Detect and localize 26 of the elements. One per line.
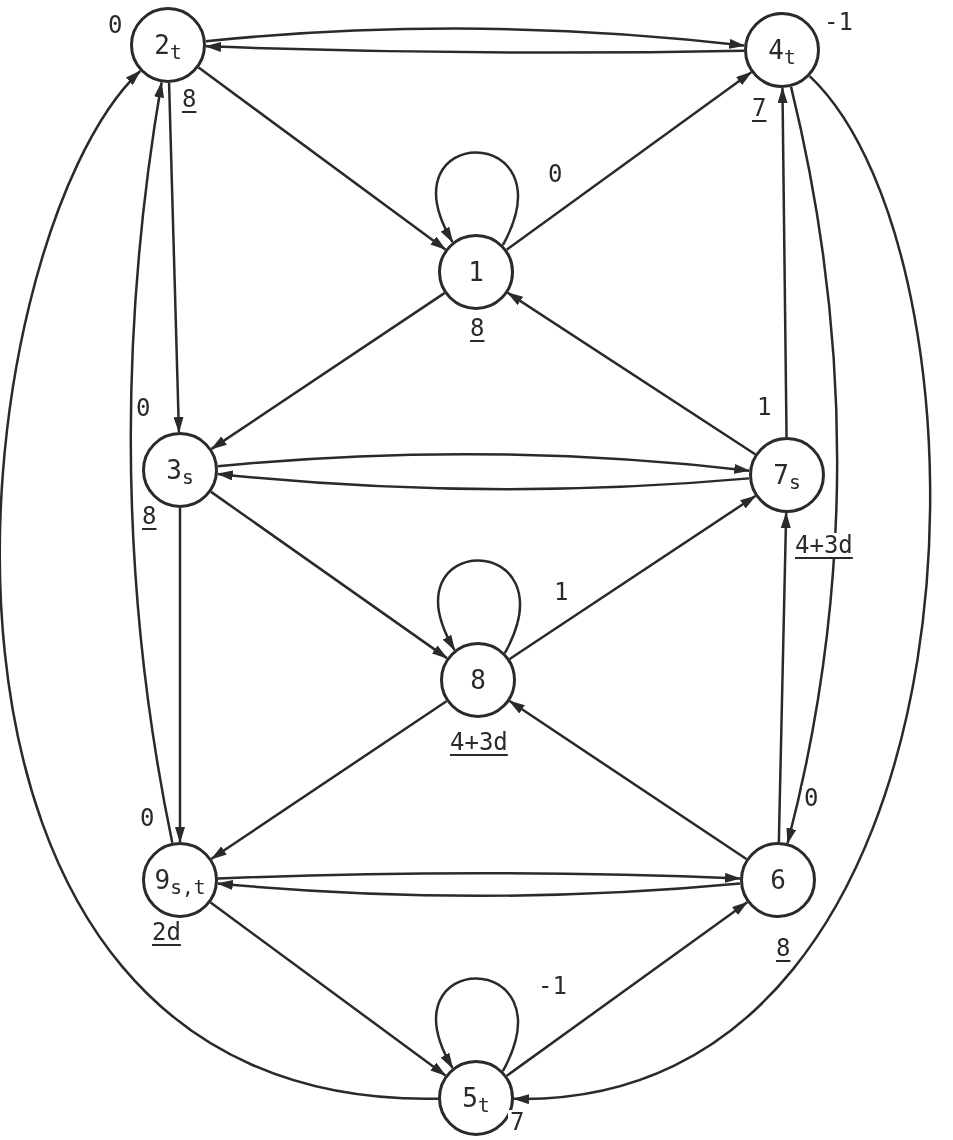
arrow (777, 87, 788, 437)
arrow (506, 71, 753, 251)
arrow (210, 700, 448, 860)
arrow (216, 879, 741, 897)
arrow (435, 977, 519, 1072)
arrow (507, 291, 756, 456)
arrow (777, 512, 791, 843)
arrow (435, 151, 519, 246)
arrow (437, 559, 521, 654)
arrow (197, 66, 447, 251)
arrow (216, 470, 750, 491)
arrow (513, 75, 931, 1102)
arrow (217, 453, 751, 474)
arrow (508, 494, 757, 661)
arrow (0, 70, 439, 1100)
arrow (217, 872, 742, 883)
arrow (129, 81, 174, 844)
arrow (205, 27, 746, 49)
arrow (210, 490, 448, 660)
arrow (167, 82, 184, 433)
arrow (175, 508, 185, 843)
arrow (205, 41, 745, 54)
arrow (210, 292, 446, 450)
arrow (209, 901, 447, 1077)
arrow (506, 901, 748, 1077)
arrow (508, 700, 748, 860)
